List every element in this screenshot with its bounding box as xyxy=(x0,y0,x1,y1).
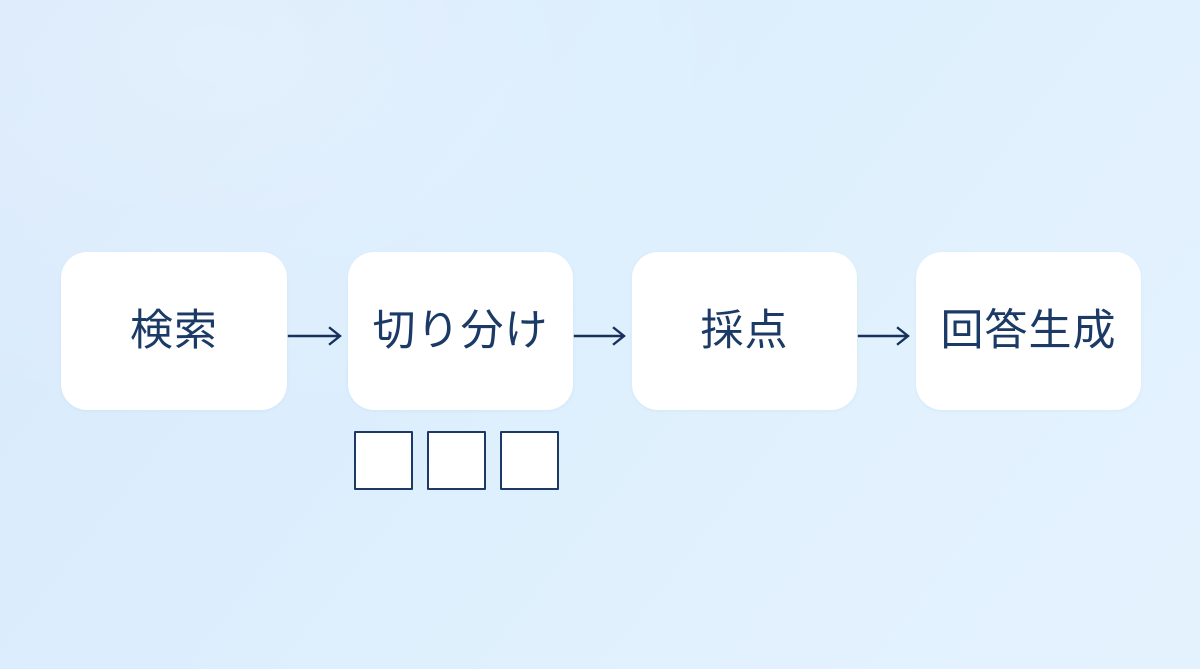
stage-box-triage[interactable]: 切り分け xyxy=(348,252,573,410)
stage-label-scoring: 採点 xyxy=(700,306,789,355)
stage-box-search[interactable]: 検索 xyxy=(61,252,287,410)
stage-label-search: 検索 xyxy=(130,306,218,355)
stage-box-answer-generation[interactable]: 回答生成 xyxy=(916,252,1141,410)
arrow-right-icon-search-to-triage xyxy=(287,314,348,358)
sub-item-square-1[interactable] xyxy=(354,431,413,490)
stage-box-scoring[interactable]: 採点 xyxy=(632,252,857,410)
arrow-right-icon-triage-to-scoring xyxy=(573,314,632,358)
sub-item-group-triage xyxy=(354,431,566,491)
arrow-right-icon-scoring-to-answergen xyxy=(857,314,916,358)
sub-item-square-2[interactable] xyxy=(427,431,486,490)
stage-label-triage: 切り分け xyxy=(372,306,549,355)
sub-item-square-3[interactable] xyxy=(500,431,559,490)
stage-label-answer-generation: 回答生成 xyxy=(940,306,1117,355)
